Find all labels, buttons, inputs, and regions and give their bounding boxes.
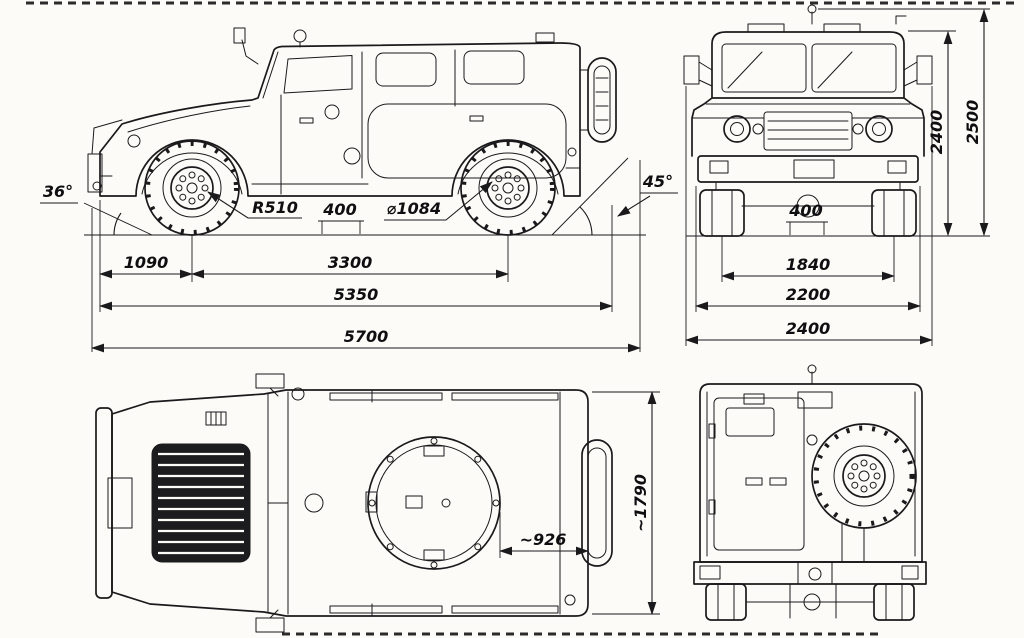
dim-front-overhang: 1090: [124, 253, 169, 272]
roof-hatches: [747, 15, 907, 33]
top-view-vehicle: [95, 373, 613, 633]
top-view-dimensions: ~1790 ~926: [498, 390, 660, 616]
top-mirrors: [255, 373, 285, 633]
front-view-vehicle: [683, 4, 934, 237]
dim-approach-angle: 36°: [43, 182, 73, 201]
roof-spotlight: [291, 387, 305, 401]
rear-bumper: [693, 561, 927, 585]
side-mirror: [233, 27, 259, 65]
rear-antenna-top: [564, 594, 576, 606]
dim-body-length: 5350: [334, 285, 379, 304]
rear-view-vehicle: [693, 364, 927, 621]
roof-hatch-ring: [367, 436, 501, 570]
dim-track-width: 1840: [786, 255, 831, 274]
dim-cab-height: 2400: [927, 110, 946, 155]
grille: [763, 111, 853, 151]
front-wheel: [145, 141, 239, 235]
side-view-dimensions: 1090 3300 5350 5700 R510 400 ⌀1084 36° 4…: [40, 157, 678, 353]
rear-spare-tire-side: [565, 57, 617, 169]
rear-view: [693, 364, 927, 621]
rear-antenna: [807, 364, 817, 385]
front-bumper-winch: [87, 119, 123, 193]
dim-body-width: 2200: [786, 285, 831, 304]
door-seams: [251, 49, 567, 195]
side-windows: [283, 50, 525, 94]
rear-roof-fittings: [743, 391, 833, 446]
body-fittings: [299, 104, 484, 165]
windshield-frame: [262, 51, 279, 99]
dim-ground-clearance: 400: [322, 200, 356, 219]
windshield-panes: [721, 43, 897, 93]
dim-overall-length: 5700: [344, 327, 389, 346]
dim-roof-width: ~1790: [631, 474, 650, 532]
front-view-dimensions: 2400 2500 400 1840 2200 2400: [684, 8, 990, 346]
antenna: [807, 4, 817, 25]
top-front-bumper: [95, 407, 133, 599]
roof-equipment: [293, 29, 555, 48]
front-view: 2400 2500 400 1840 2200 2400: [683, 4, 990, 346]
dim-overall-height: 2500: [963, 100, 982, 145]
dim-departure-angle: 45°: [642, 172, 673, 191]
page-edge-marks: [26, 1, 1016, 636]
windshield-top: [267, 391, 289, 615]
rear-undercarriage: [705, 583, 915, 621]
rear-door: [708, 397, 805, 551]
right-mirror: [903, 55, 933, 87]
dim-wheelbase: 3300: [328, 253, 373, 272]
dim-tire-diameter: ⌀1084: [387, 199, 441, 218]
dim-axle-clearance: 400: [788, 201, 822, 220]
side-view-vehicle: [84, 27, 646, 235]
dim-wheel-radius: R510: [252, 198, 298, 217]
top-view: ~1790 ~926: [95, 373, 660, 633]
front-axle: [715, 181, 901, 218]
wheel-arch-flares: [141, 152, 559, 195]
rear-body-sides: [706, 391, 916, 557]
front-bumper: [697, 155, 919, 183]
rear-spare-wheel: [811, 423, 917, 563]
left-mirror: [683, 55, 713, 87]
rear-wheel: [461, 141, 555, 235]
hood-louvre-panel: [151, 443, 251, 563]
hood-vent-box: [205, 411, 227, 426]
front-body: [691, 97, 925, 157]
top-spare-tire: [581, 439, 613, 567]
hatch-hinge: [365, 491, 378, 513]
headlights: [723, 115, 893, 143]
dim-overall-width: 2400: [786, 319, 831, 338]
headlight: [127, 134, 141, 148]
roof-periscope: [304, 493, 324, 513]
roof-rails: [329, 389, 559, 617]
dim-hatch-to-rear: ~926: [520, 530, 567, 549]
side-view: 1090 3300 5350 5700 R510 400 ⌀1084 36° 4…: [40, 27, 678, 353]
hood-crease: [127, 105, 251, 133]
